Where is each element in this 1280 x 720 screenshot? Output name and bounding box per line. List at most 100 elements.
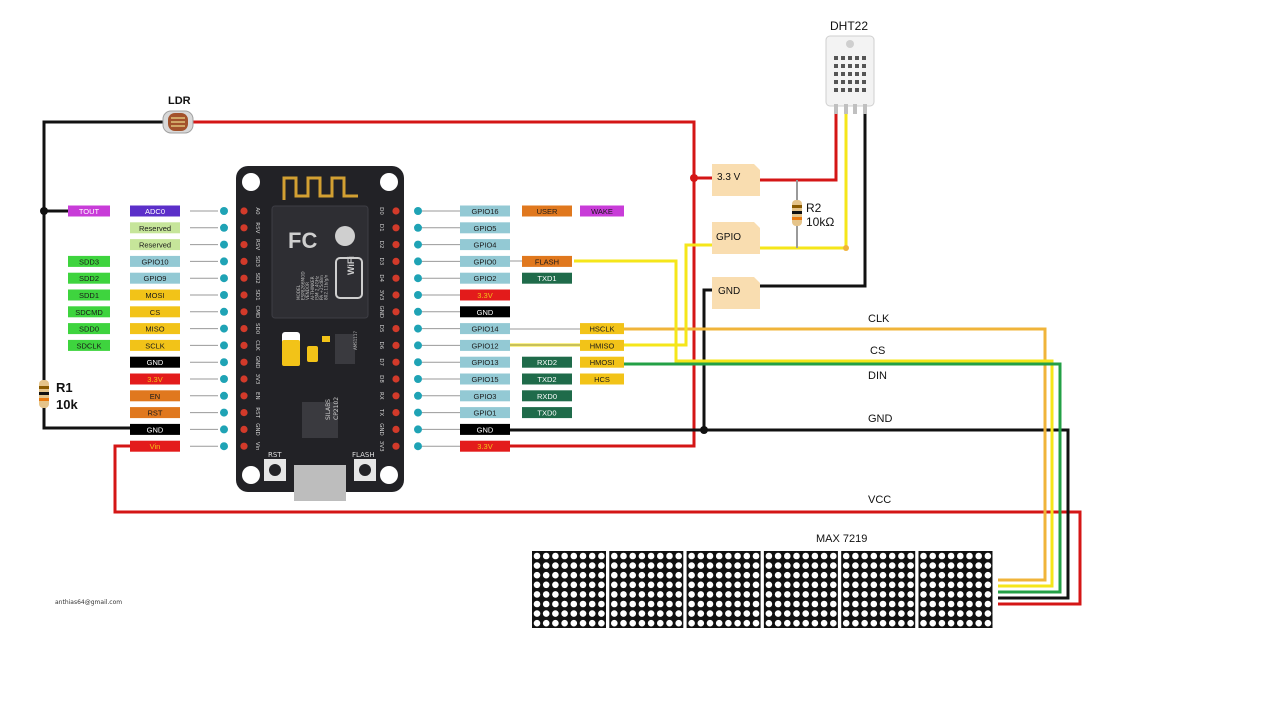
silk-label: RSV [254,239,260,250]
junction-dot [700,426,708,434]
right-pin-gpio-box [460,255,510,267]
matrix-led [984,610,992,617]
board-pin-headers: A0RSVRSVSD3SD2SD1CMDSD0CLKGND3V3ENRSTGND… [240,207,400,452]
wire-3v3-pin-to-node [510,178,696,448]
right-pin-alt1: TXD1 [537,274,556,283]
matrix-led [830,600,837,608]
matrix-led [579,591,587,598]
matrix-led [947,552,955,560]
silk-label: RST [254,407,260,418]
matrix-led [542,610,550,617]
wire-dht-vcc [760,112,838,182]
matrix-led [743,562,751,569]
matrix-led [533,619,541,627]
matrix-led [842,581,850,589]
matrix-led [898,552,905,560]
matrix-led [938,562,946,569]
left-pin-func-box [130,272,180,284]
max7219-label: MAX 7219 [816,533,867,545]
r1-name: R1 [56,380,73,395]
tag-gpio [712,222,760,254]
matrix-led [898,619,905,627]
pin-dot [220,341,228,350]
silk-label: D1 [378,224,384,232]
left-pin-alt: SDCMD [75,308,103,317]
vent-hole [862,88,866,92]
r1-band [39,392,49,395]
matrix-led [697,591,705,598]
pin-dot [414,291,422,299]
matrix-led [879,610,887,617]
left-pin-alt-box [68,339,110,351]
wifi-badge [335,257,363,299]
matrix-led [907,552,914,560]
matrix-led [657,581,664,589]
matrix-led [706,600,714,608]
matrix-led [666,562,673,569]
right-pin-gpio: GND [477,308,494,317]
matrix-led [706,571,714,579]
matrix-led [533,591,541,598]
matrix-led [784,562,791,569]
cs-label: CS [870,345,885,357]
matrix-led [811,610,819,617]
matrix-led [947,571,955,579]
matrix-led [552,571,559,579]
matrix-led [598,581,605,589]
matrix-led [752,552,760,560]
regulator-chip [335,334,355,364]
junction-dots [40,174,849,434]
matrix-led [552,581,559,589]
wire-din [624,362,1062,594]
matrix-led [561,571,568,579]
matrix-led [611,581,618,589]
right-pin-alt1-box [522,373,572,385]
left-pin-func: MOSI [145,291,164,300]
matrix-led [588,610,596,617]
matrix-led [579,552,587,560]
vent-hole [848,88,852,92]
matrix-led [966,600,973,608]
matrix-module [686,551,761,628]
left-pin-func: CS [150,308,160,317]
matrix-led [629,610,636,617]
wire-cs [574,259,1054,588]
matrix-led [820,610,828,617]
model-line: ESP8266MOD [301,271,306,300]
right-pin-alt2: HMOSI [590,358,615,367]
matrix-led [629,571,636,579]
dht22-pin [834,104,838,114]
matrix-led [743,581,751,589]
matrix-led [938,600,946,608]
matrix-led [793,619,800,627]
matrix-led [588,600,596,608]
matrix-led [888,600,896,608]
matrix-led [570,581,578,589]
vent-hole [855,64,859,68]
matrix-led [870,600,878,608]
matrix-led [666,591,673,598]
matrix-led [734,619,741,627]
matrix-led [947,562,955,569]
header-pin [240,241,248,249]
espressif-logo [335,226,355,246]
matrix-led [957,571,964,579]
matrix-led [830,591,837,598]
matrix-led [638,581,646,589]
pin-dot [414,274,422,283]
matrix-led [898,591,905,598]
matrix-led [542,562,550,569]
silk-label: D3 [378,258,384,266]
matrix-led [929,581,936,589]
left-pin-func-box [130,205,180,217]
matrix-led [752,619,760,627]
vent-hole [855,72,859,76]
matrix-led [647,600,655,608]
dht22-pin [863,104,867,114]
silk-label: SD1 [254,289,260,300]
matrix-led [920,591,927,598]
dht22-pin [844,104,848,114]
pin-dot [414,240,422,249]
